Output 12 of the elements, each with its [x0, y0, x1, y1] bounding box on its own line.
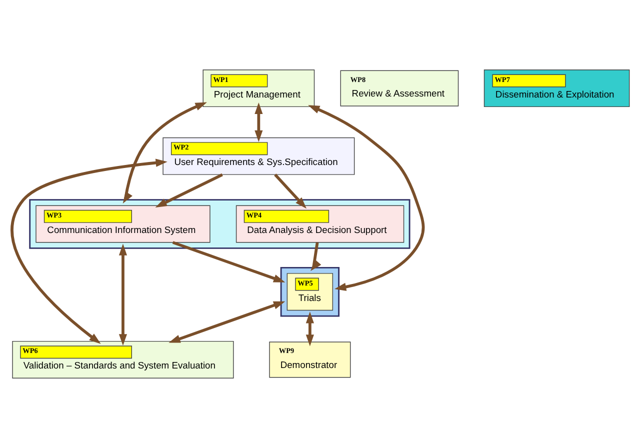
arrow	[172, 241, 286, 282]
arrow	[118, 244, 128, 346]
arrow	[10, 158, 168, 344]
arrow	[306, 312, 314, 346]
arrow	[308, 105, 425, 291]
cluster	[280, 266, 340, 317]
arrow	[274, 174, 307, 209]
arrow	[310, 242, 322, 271]
arrow	[254, 102, 263, 142]
arrow	[155, 173, 223, 208]
arrow	[122, 102, 207, 204]
arrow	[168, 301, 286, 343]
